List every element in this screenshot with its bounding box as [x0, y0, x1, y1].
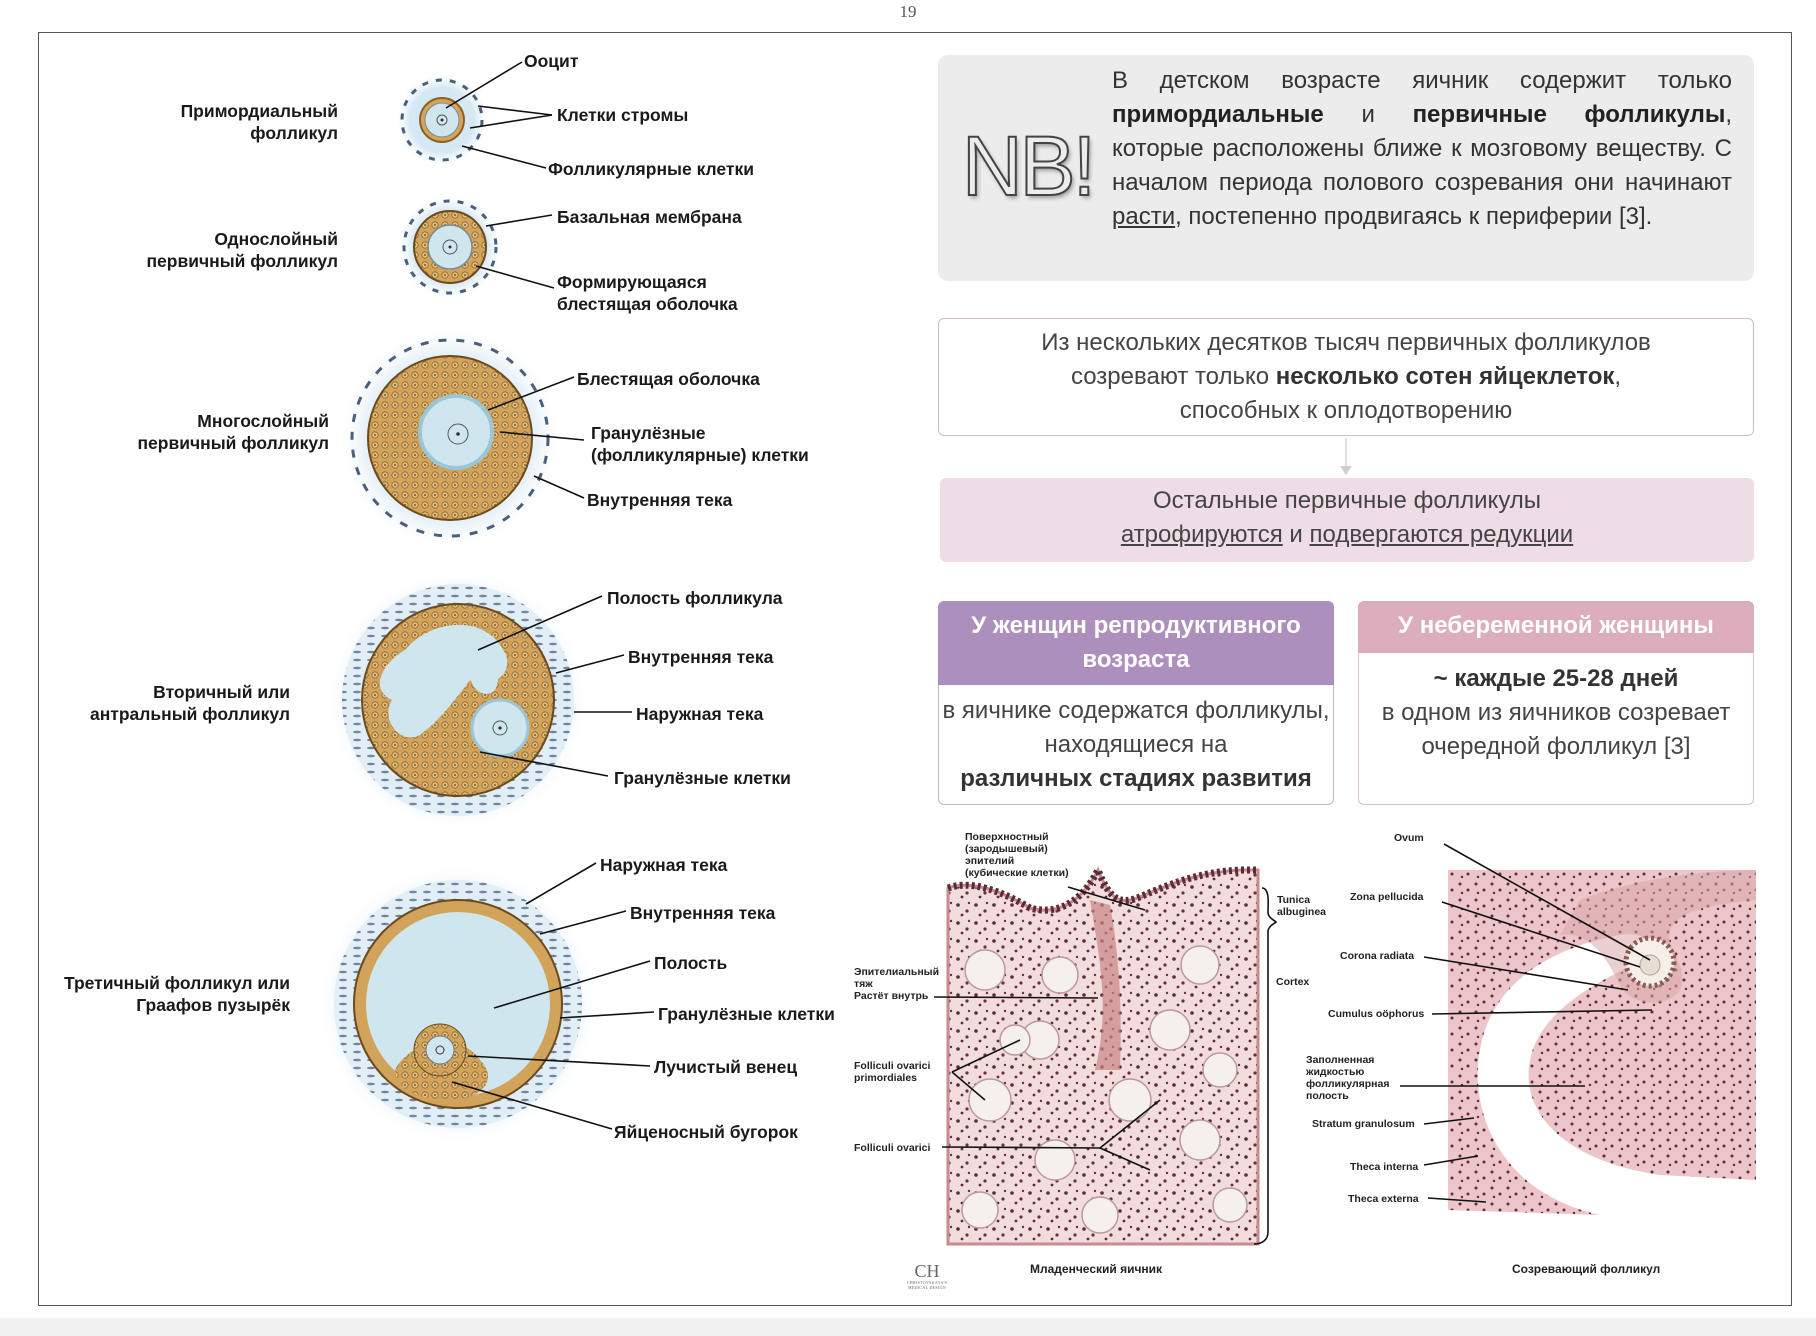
stage-tertiary: Третичный фолликул или Граафов пузырёк [63, 973, 290, 1015]
label-follicular-cells: Фолликулярные клетки [548, 159, 755, 179]
label-theca-externa-1: Наружная тека [636, 704, 764, 724]
primary-multilayer-illustration [342, 330, 558, 546]
primordial-follicle-illustration [396, 74, 488, 166]
label-granulosa-1: Гранулёзные клетки [614, 768, 791, 788]
label-oocyte: Ооцит [524, 51, 579, 71]
infant-ovary-histology [946, 861, 1260, 1246]
box2-underline-2: подвергаются редукции [1309, 521, 1574, 548]
info-box-atrophy: Остальные первичные фолликулы атрофируют… [940, 478, 1754, 562]
label-theca-interna-3: Внутренняя тека [630, 903, 776, 923]
box1-line1: Из нескольких десятков тысяч первичных ф… [1041, 329, 1651, 356]
card-b-body-text: в одном из яичников созревает очередной … [1381, 699, 1731, 760]
label-theca-interna-2: Внутренняя тека [628, 647, 774, 667]
nb-text-3: , которые расположены ближе к мозговому … [1112, 101, 1732, 196]
stage-primary-multi: Многослойный первичный фолликул [137, 411, 329, 453]
label-theca-externa-2: Наружная тека [600, 855, 728, 875]
infant-ovary-leader-lines [933, 886, 1278, 1245]
label-corona-radiata-latin: Corona radiata [1340, 950, 1415, 962]
label-cumulus-oophorus: Cumulus oöphorus [1328, 1008, 1425, 1020]
stage-primary-single: Однослойный первичный фолликул [146, 229, 338, 271]
card-a-body-bold: различных стадиях развития [960, 765, 1312, 792]
nb-text-4: , постепенно продвигаясь к периферии [3]… [1175, 203, 1653, 230]
nb-logo: NB! [961, 118, 1097, 214]
card-reproductive-header: У женщин репродуктивного возраста [938, 601, 1334, 685]
label-stroma-cells: Клетки стромы [557, 105, 689, 125]
brand-name: CHRISTOVSKAYA'S MEDICAL DESIGN [906, 1280, 948, 1290]
box1-line2-bold: несколько сотен яйцеклеток [1275, 363, 1615, 390]
label-basal-membrane: Базальная мембрана [557, 207, 742, 227]
box2-line1: Остальные первичные фолликулы [1152, 487, 1542, 514]
box1-line2-pre: созревают только [1070, 363, 1270, 390]
primary-single-layer-illustration [398, 195, 502, 299]
caption-maturing-follicle: Созревающий фолликул [1512, 1262, 1661, 1276]
label-tunica-albuginea: Tunica albuginea [1277, 894, 1327, 918]
brand-logo: CH CHRISTOVSKAYA'S MEDICAL DESIGN [897, 1262, 957, 1290]
nb-text-2: и [1361, 101, 1375, 128]
nb-callout [938, 55, 1754, 281]
nb-bold-1: примордиальные [1112, 101, 1324, 128]
tertiary-follicle-illustration [320, 866, 596, 1142]
box1-line2-post: , [1614, 363, 1622, 390]
label-cumulus: Яйценосный бугорок [614, 1122, 798, 1142]
box2-underline-1: атрофируются [1120, 521, 1283, 548]
label-antrum: Заполненная жидкостью фолликулярная поло… [1306, 1054, 1390, 1102]
flow-connector [1340, 438, 1352, 476]
label-theca-interna-1: Внутренняя тека [587, 490, 733, 510]
nb-text-1: В детском возрасте яичник содержит тольк… [1112, 67, 1732, 94]
label-zona-pellucida-latin: Zona pellucida [1350, 891, 1424, 903]
caption-infant-ovary: Младенческий яичник [1030, 1262, 1163, 1276]
label-cortex: Cortex [1276, 976, 1310, 988]
card-nonpregnant-body: ~ каждые 25-28 дней в одном из яичников … [1358, 653, 1754, 805]
card-a-body-text: в яичнике содержатся фолликулы, находящи… [942, 697, 1330, 758]
infant-ovary-follicles [961, 945, 1248, 1234]
nb-bold-2: первичные фолликулы [1412, 101, 1726, 128]
label-granulosa-2: Гранулёзные клетки [658, 1004, 835, 1024]
label-granulosa-follicular: Гранулёзные (фолликулярные) клетки [591, 423, 809, 465]
page-frame [38, 32, 1792, 1306]
leader-lines [445, 61, 655, 1130]
label-zona-pellucida: Блестящая оболочка [577, 369, 760, 389]
label-corona-radiata: Лучистый венец [654, 1057, 798, 1077]
label-surface-epithelium: Поверхностный (зародышевый) эпителий (ку… [965, 831, 1069, 879]
label-stratum-granulosum: Stratum granulosum [1312, 1118, 1415, 1130]
nb-text: В детском возрасте яичник содержит тольк… [1112, 64, 1732, 234]
box1-line2: созревают только несколько сотен яйцекле… [939, 360, 1753, 394]
nb-underline-1: расти [1112, 203, 1176, 230]
box2-mid: и [1289, 521, 1303, 548]
label-theca-interna-latin: Theca interna [1350, 1161, 1419, 1173]
label-folliculi-primordiales: Folliculi ovarici primordiales [854, 1060, 931, 1084]
label-folliculi-ovarici: Folliculi ovarici [854, 1142, 931, 1154]
box1-line3: способных к оплодотворению [1179, 397, 1513, 424]
secondary-follicle-illustration [330, 572, 586, 828]
brand-mark: CH [914, 1261, 940, 1281]
label-epithelial-cord: Эпителиальный тяж Растёт внутрь [854, 966, 940, 1002]
stage-primordial: Примордиальный фолликул [180, 101, 338, 143]
card-b-body-bold: ~ каждые 25-28 дней [1433, 665, 1679, 692]
label-follicle-cavity: Полость фолликула [607, 588, 783, 608]
info-box-maturation: Из нескольких десятков тысяч первичных ф… [938, 318, 1754, 436]
label-ovum: Ovum [1394, 832, 1424, 844]
card-nonpregnant-header: У небеременной женщины [1358, 601, 1754, 653]
maturing-follicle-leader-lines [1400, 843, 1653, 1203]
bottom-strip [0, 1318, 1816, 1336]
label-cavity: Полость [654, 953, 728, 973]
page-number: 19 [899, 2, 917, 21]
box2-line2: атрофируются и подвергаются редукции [940, 518, 1754, 552]
label-theca-externa-latin: Theca externa [1348, 1193, 1419, 1205]
maturing-follicle-histology [1448, 870, 1756, 1244]
card-reproductive-body: в яичнике содержатся фолликулы, находящи… [938, 685, 1334, 805]
stage-secondary: Вторичный или антральный фолликул [89, 682, 290, 724]
label-forming-zona: Формирующаяся блестящая оболочка [557, 272, 738, 314]
